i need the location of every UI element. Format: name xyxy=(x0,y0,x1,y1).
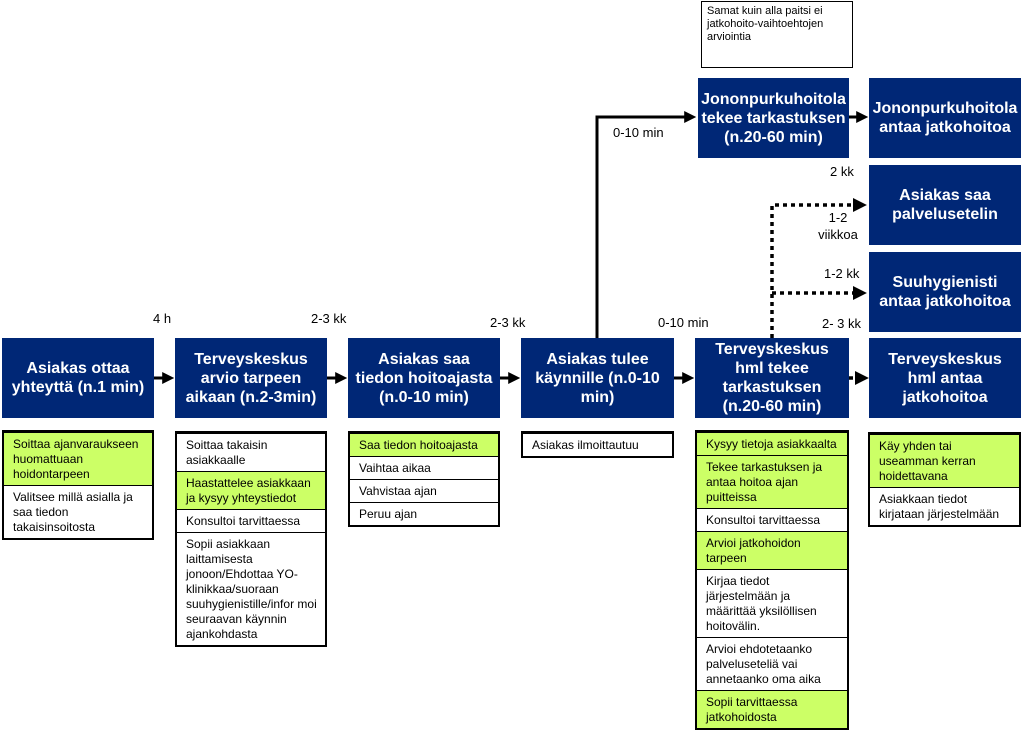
task-list-step-1: Soittaa ajanvaraukseen huomattuaan hoido… xyxy=(2,430,154,540)
task-item: Sopii tarvittaessa jatkohoidosta xyxy=(697,691,847,728)
task-item: Käy yhden tai useamman kerran hoidettava… xyxy=(870,435,1019,488)
note-box: Samat kuin alla paitsi ei jatkohoito-vai… xyxy=(701,1,853,68)
duration-label-4: 0-10 min xyxy=(658,315,709,330)
step-box-2: Terveyskeskus arvio tarpeen aikaan (n.2-… xyxy=(175,338,327,418)
arrow-s5-o1 xyxy=(770,198,867,338)
duration-label-queue: 0-10 min xyxy=(613,125,664,140)
task-item: Asiakkaan tiedot kirjataan järjestelmään xyxy=(879,492,1000,521)
task-item: Peruu ajan xyxy=(359,507,418,521)
queue-care-box: Jononpurkuhoitola antaa jatkohoitoa xyxy=(869,78,1021,158)
task-item: Kysyy tietoja asiakkaalta xyxy=(697,433,847,456)
task-item: Asiakas ilmoittautuu xyxy=(532,438,639,452)
task-item: Arvioi jatkohoidon tarpeen xyxy=(697,532,847,570)
duration-label-5: 2- 3 kk xyxy=(822,316,862,331)
duration-label-hygienist: 1-2 kk xyxy=(824,266,860,281)
hygienist-box: Suuhygienisti antaa jatkohoitoa xyxy=(869,252,1021,332)
voucher-box: Asiakas saa palvelusetelin xyxy=(869,165,1021,245)
arrow-s4-q1 xyxy=(595,111,697,338)
task-item: Kirjaa tiedot järjestelmään ja määrittää… xyxy=(697,570,847,638)
duration-label-2: 2-3 kk xyxy=(311,311,347,326)
task-item: Vaihtaa aikaa xyxy=(350,457,498,480)
task-item: Konsultoi tarvittaessa xyxy=(697,509,847,532)
task-item: Saa tiedon hoitoajasta xyxy=(350,434,498,457)
step-box-4: Asiakas tulee käynnille (n.0-10 min) xyxy=(521,338,674,418)
task-item: Arvioi ehdotetaanko palveluseteliä vai a… xyxy=(697,638,847,691)
duration-label-1: 4 h xyxy=(153,311,172,326)
step-box-5: Terveyskeskus hml tekee tarkastuksen (n.… xyxy=(695,338,849,418)
queue-check-box: Jononpurkuhoitola tekee tarkastuksen (n.… xyxy=(698,78,849,158)
step-box-3: Asiakas saa tiedon hoitoajasta (n.0-10 m… xyxy=(348,338,500,418)
task-list-step-6: Käy yhden tai useamman kerran hoidettava… xyxy=(868,432,1021,527)
duration-label-voucher-a: 2 kk xyxy=(830,164,854,179)
task-item: Vahvistaa ajan xyxy=(350,480,498,503)
step-box-1: Asiakas ottaa yhteyttä (n.1 min) xyxy=(2,338,154,418)
task-item: Sopii asiakkaan laittamisesta jonoon/Ehd… xyxy=(186,537,317,641)
duration-label-3: 2-3 kk xyxy=(490,315,526,330)
task-item: Haastattelee asiakkaan ja kysyy yhteysti… xyxy=(177,472,325,510)
step-box-6: Terveyskeskus hml antaa jatkohoitoa xyxy=(869,338,1021,418)
task-list-step-4: Asiakas ilmoittautuu xyxy=(521,431,674,458)
task-item: Konsultoi tarvittaessa xyxy=(177,510,325,533)
task-item: Valitsee millä asialla ja saa tiedon tak… xyxy=(13,490,133,534)
task-item: Soittaa ajanvaraukseen huomattuaan hoido… xyxy=(4,433,152,486)
task-item: Tekee tarkastuksen ja antaa hoitoa ajan … xyxy=(697,456,847,509)
task-item: Soittaa takaisin asiakkaalle xyxy=(177,434,325,472)
duration-label-voucher-b: 1-2 viikkoa xyxy=(818,210,858,242)
